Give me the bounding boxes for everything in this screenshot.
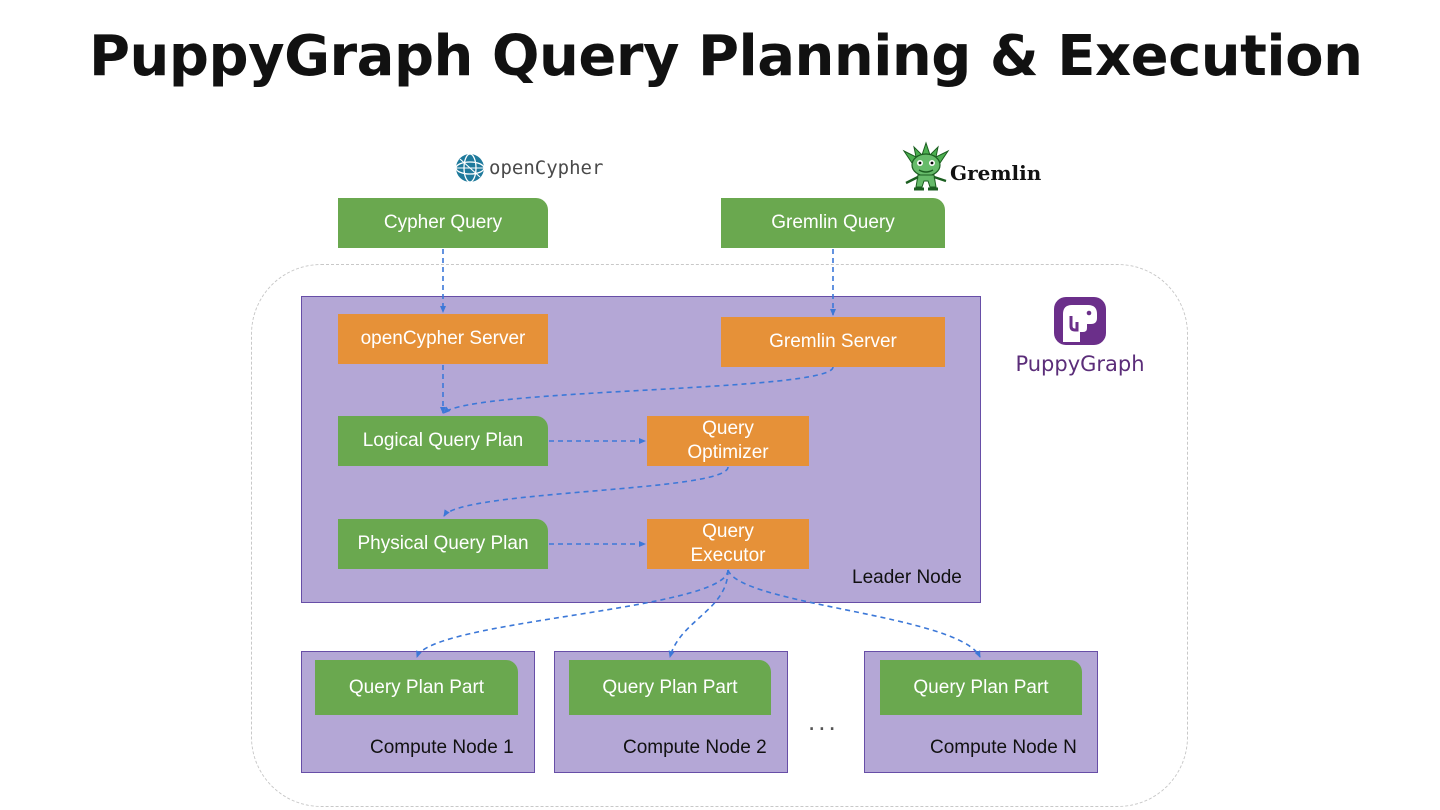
query-optimizer-line1: Query	[702, 418, 754, 439]
leader-node-label: Leader Node	[852, 567, 962, 588]
query-plan-part-n: Query Plan Part	[880, 660, 1082, 715]
gremlin-mascot-icon	[902, 141, 950, 191]
gremlin-server-box: Gremlin Server	[721, 317, 945, 367]
arrow-optimizer-to-physical	[443, 466, 729, 517]
page-title: PuppyGraph Query Planning & Execution	[89, 24, 1363, 89]
query-plan-part-2: Query Plan Part	[569, 660, 771, 715]
arrow-executor-to-part-n	[727, 569, 981, 658]
puppygraph-logo: PuppyGraph	[1010, 296, 1150, 376]
compute-node-2-label: Compute Node 2	[623, 737, 767, 758]
puppygraph-cluster	[251, 264, 1188, 807]
arrow-executor-to-part-1	[416, 569, 729, 658]
opencypher-logo-text: openCypher	[489, 157, 604, 179]
arrow-executor-to-part-2	[668, 569, 729, 658]
query-plan-part-1: Query Plan Part	[315, 660, 518, 715]
opencypher-server-box: openCypher Server	[338, 314, 548, 364]
cypher-query-box: Cypher Query	[338, 198, 548, 248]
query-executor-box: Query Executor	[647, 519, 809, 569]
query-optimizer-line2: Optimizer	[687, 442, 769, 463]
query-executor-line1: Query	[702, 521, 754, 542]
gremlin-query-box: Gremlin Query	[721, 198, 945, 248]
logical-query-plan-box: Logical Query Plan	[338, 416, 548, 466]
opencypher-logo: openCypher	[455, 153, 603, 183]
gremlin-logo: Gremlin	[900, 141, 1041, 197]
physical-query-plan-box: Physical Query Plan	[338, 519, 548, 569]
gremlin-logo-text: Gremlin	[950, 161, 1042, 185]
puppygraph-logo-text: PuppyGraph	[1015, 352, 1145, 376]
query-executor-line2: Executor	[690, 545, 766, 566]
compute-node-n-label: Compute Node N	[930, 737, 1077, 758]
opencypher-globe-icon	[455, 153, 485, 183]
arrow-gremlin-server-to-logical	[443, 366, 834, 414]
more-nodes-ellipsis: ...	[808, 706, 839, 736]
compute-node-1-label: Compute Node 1	[370, 737, 514, 758]
puppygraph-dog-icon	[1054, 297, 1106, 345]
query-optimizer-box: Query Optimizer	[647, 416, 809, 466]
